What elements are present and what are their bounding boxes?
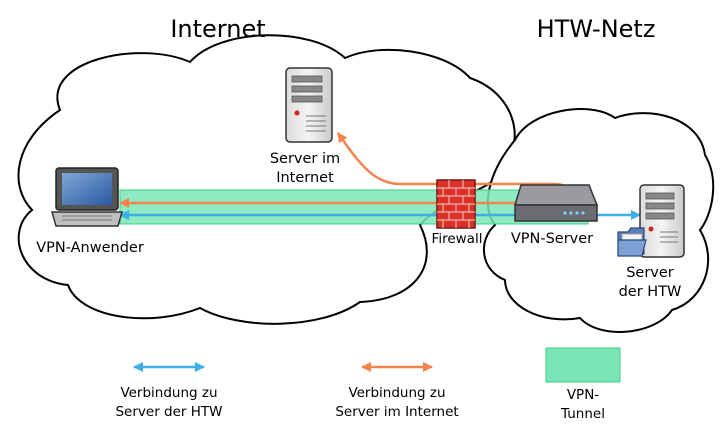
server-htw-icon xyxy=(639,184,685,258)
server-icon xyxy=(285,67,333,143)
server-htw-label-line1: Server xyxy=(626,265,674,281)
legend-htw-label-line1: Verbindung zu xyxy=(120,385,217,401)
server-internet-label-line2: Internet xyxy=(276,170,334,186)
laptop-icon xyxy=(51,167,123,227)
folder-icon xyxy=(617,227,647,257)
legend-internet-label-line2: Server im Internet xyxy=(335,404,458,420)
region-title-htw: HTW-Netz xyxy=(537,15,656,43)
legend-htw-label-line2: Server der HTW xyxy=(115,404,222,420)
htw-cloud xyxy=(482,108,715,333)
legend-tunnel-label-line1: VPN- xyxy=(567,387,599,403)
region-title-internet: Internet xyxy=(170,15,265,43)
legend-internet-label-line1: Verbindung zu xyxy=(348,385,445,401)
legend-tunnel-swatch xyxy=(545,347,621,383)
vpn-server-icon xyxy=(513,184,599,222)
firewall-icon xyxy=(436,179,476,229)
vpn-user-label: VPN-Anwender xyxy=(36,240,144,256)
server-htw-label-line2: der HTW xyxy=(619,284,682,300)
vpn-server-label: VPN-Server xyxy=(511,231,593,247)
server-internet-label-line1: Server im xyxy=(270,151,340,167)
legend-tunnel-label-line2: Tunnel xyxy=(560,406,605,422)
firewall-label: Firewall xyxy=(432,231,483,247)
